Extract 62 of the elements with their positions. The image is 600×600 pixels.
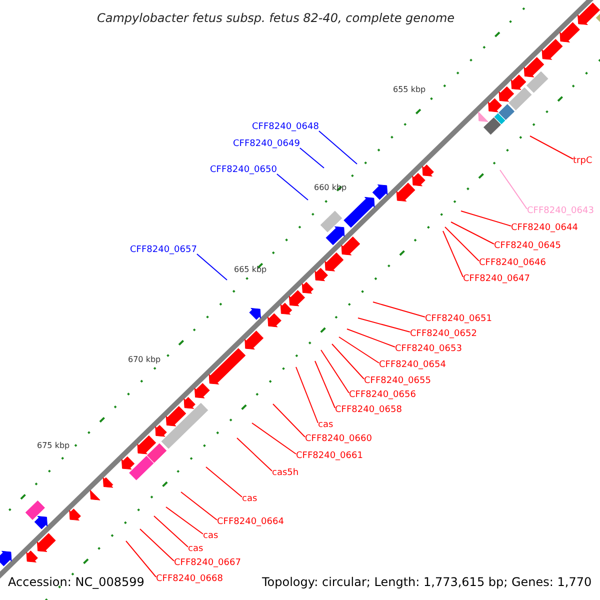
scale-label: 670 kbp bbox=[128, 354, 161, 366]
gene-label: CFF8240_0644 bbox=[511, 223, 578, 234]
leader-line bbox=[358, 318, 410, 332]
leader-line bbox=[196, 254, 228, 280]
gene-label: CFF8240_0661 bbox=[296, 451, 363, 462]
gene-label: CFF8240_0645 bbox=[494, 241, 561, 252]
gene-label: CFF8240_0664 bbox=[217, 517, 284, 528]
gene-label: CFF8240_0649 bbox=[233, 139, 300, 150]
leader-line bbox=[166, 506, 204, 534]
gene-label: cas bbox=[188, 544, 204, 555]
scale-label: 675 kbp bbox=[37, 440, 70, 452]
leader-line bbox=[154, 516, 188, 548]
leader-line bbox=[338, 336, 380, 364]
leader-line bbox=[180, 492, 218, 520]
gene-label: CFF8240_0647 bbox=[463, 274, 530, 285]
leader-line bbox=[276, 174, 308, 200]
leader-line bbox=[140, 528, 174, 562]
leader-line bbox=[450, 222, 494, 244]
leader-line bbox=[206, 466, 242, 498]
leader-line bbox=[296, 366, 318, 424]
leader-line bbox=[332, 344, 364, 380]
gene-label: CFF8240_0657 bbox=[130, 245, 197, 256]
gene-label: CFF8240_0656 bbox=[349, 390, 416, 401]
leader-line bbox=[372, 302, 426, 318]
leader-line bbox=[314, 360, 336, 408]
scale-label: 655 kbp bbox=[393, 84, 426, 96]
gene-label: CFF8240_0648 bbox=[252, 122, 319, 133]
leader-line bbox=[442, 230, 464, 278]
gene-label: CFF8240_0650 bbox=[210, 165, 277, 176]
genome-info-text: Topology: circular; Length: 1,773,615 bp; Genes: 1,770 bbox=[262, 574, 592, 591]
gene-label: cas bbox=[242, 494, 258, 505]
leader-line bbox=[299, 148, 324, 168]
leader-line bbox=[252, 422, 296, 454]
scale-label: 660 kbp bbox=[314, 182, 347, 194]
scale-label: 665 kbp bbox=[234, 264, 267, 276]
gene-label: CFF8240_0643 bbox=[527, 206, 594, 217]
leader-line bbox=[126, 540, 156, 578]
gene-label: CFF8240_0651 bbox=[425, 314, 492, 325]
leader-line bbox=[500, 170, 528, 210]
gene-label: CFF8240_0658 bbox=[335, 405, 402, 416]
accession-text: Accession: NC_008599 bbox=[8, 574, 144, 591]
gene-label: CFF8240_0667 bbox=[174, 558, 241, 569]
gene-label: CFF8240_0652 bbox=[410, 329, 477, 340]
leader-line bbox=[318, 130, 358, 164]
gene-label: CFF8240_0668 bbox=[156, 574, 223, 585]
gene-label: CFF8240_0646 bbox=[479, 258, 546, 269]
gene-label: trpC bbox=[573, 156, 592, 167]
title: Campylobacter fetus subsp. fetus 82-40, complete genome bbox=[97, 10, 455, 27]
gene-label: cas5h bbox=[272, 468, 299, 479]
gene-label: CFF8240_0655 bbox=[364, 376, 431, 387]
gene-label: cas bbox=[318, 420, 334, 431]
gene-label: CFF8240_0654 bbox=[379, 360, 446, 371]
leader-line bbox=[236, 438, 272, 472]
gene-label: CFF8240_0660 bbox=[305, 434, 372, 445]
leader-line bbox=[530, 136, 574, 160]
leader-line bbox=[444, 226, 480, 262]
leader-line bbox=[460, 210, 512, 226]
leader-line bbox=[346, 328, 396, 348]
gene-label: CFF8240_0653 bbox=[395, 344, 462, 355]
leader-line bbox=[320, 350, 350, 394]
leader-line bbox=[272, 404, 306, 438]
gene-label: cas bbox=[203, 531, 218, 542]
